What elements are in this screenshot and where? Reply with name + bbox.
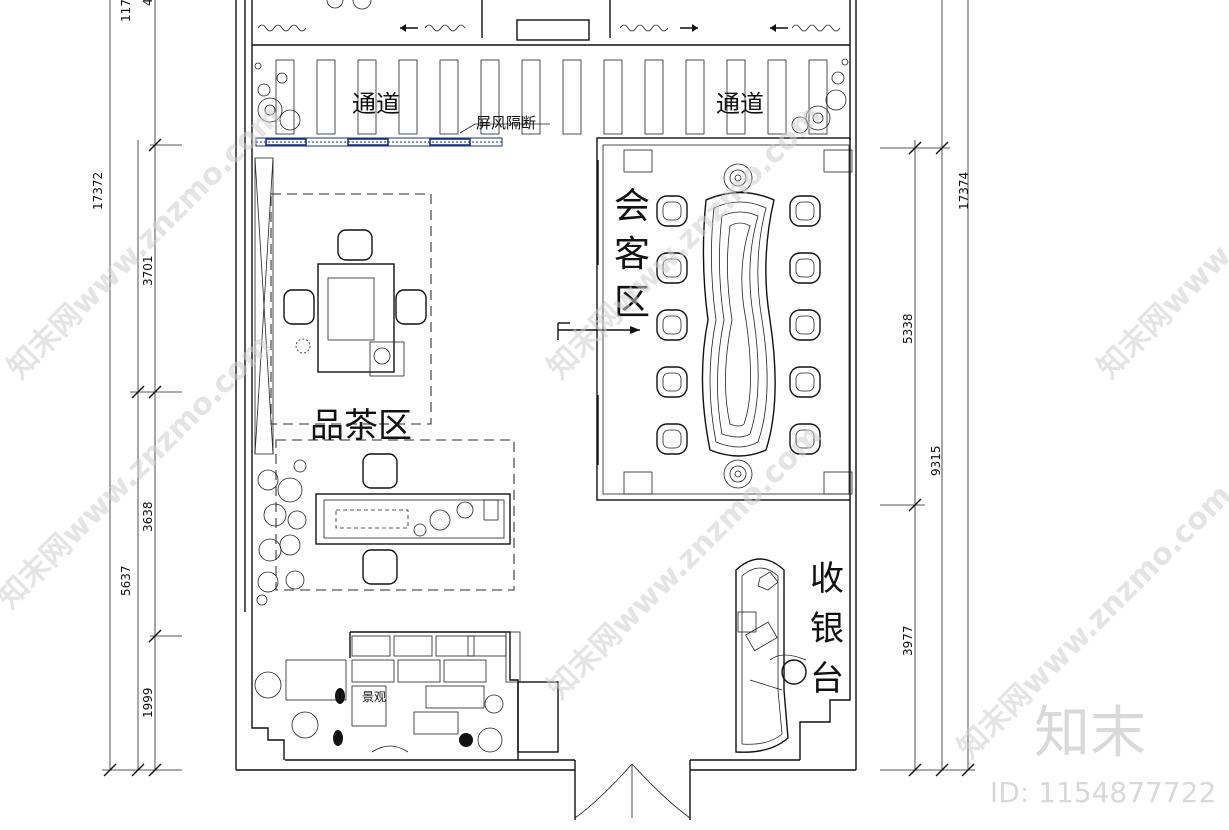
dim-left-c: 5637 <box>119 565 133 596</box>
label-meeting-area: 会客区 <box>614 186 650 323</box>
label-meeting-area-text: 会客区 <box>614 186 650 323</box>
watermark-4: 知末网www.znzmo.com <box>541 418 829 706</box>
dim-left-top2: 4 <box>141 0 155 6</box>
watermark-5: 知末网www.znzmo.com <box>1091 98 1229 386</box>
screen-partition <box>255 123 550 147</box>
dim-right-total: 17374 <box>957 172 971 210</box>
label-tea-area: 品茶区 <box>310 406 412 446</box>
corridor-shelves <box>257 0 841 135</box>
dim-right-c: 3977 <box>901 625 915 656</box>
image-id: ID: 1154877722 <box>990 776 1216 809</box>
dimension-lines <box>102 0 975 777</box>
dim-left-d: 1999 <box>141 687 155 718</box>
dim-right-b: 9315 <box>929 445 943 476</box>
watermark-3: 知末网www.znzmo.com <box>541 98 829 386</box>
brand-logo: 知末 <box>1034 701 1146 766</box>
tea-area <box>254 157 515 606</box>
label-cashier: 收银台 <box>810 559 844 699</box>
label-corridor-right: 通道 <box>716 90 764 118</box>
dim-left-top: 117 <box>119 0 133 22</box>
dim-left-b: 3638 <box>141 501 155 532</box>
dim-left-total: 17372 <box>91 172 105 210</box>
corner-plants-top <box>254 58 849 134</box>
label-corridor-left: 通道 <box>352 90 400 118</box>
dim-left-a: 3701 <box>141 255 155 286</box>
watermark-2: 知末网www.znzmo.com <box>0 328 279 616</box>
dim-right-a: 5338 <box>901 313 915 344</box>
cashier-desk <box>735 500 851 760</box>
meeting-room <box>557 137 853 501</box>
outer-walls <box>235 0 857 820</box>
label-landscape: 景观 <box>362 690 386 704</box>
landscape <box>251 612 559 760</box>
label-screen-partition: 屏风隔断 <box>476 114 536 132</box>
label-cashier-text: 收银台 <box>810 559 844 699</box>
